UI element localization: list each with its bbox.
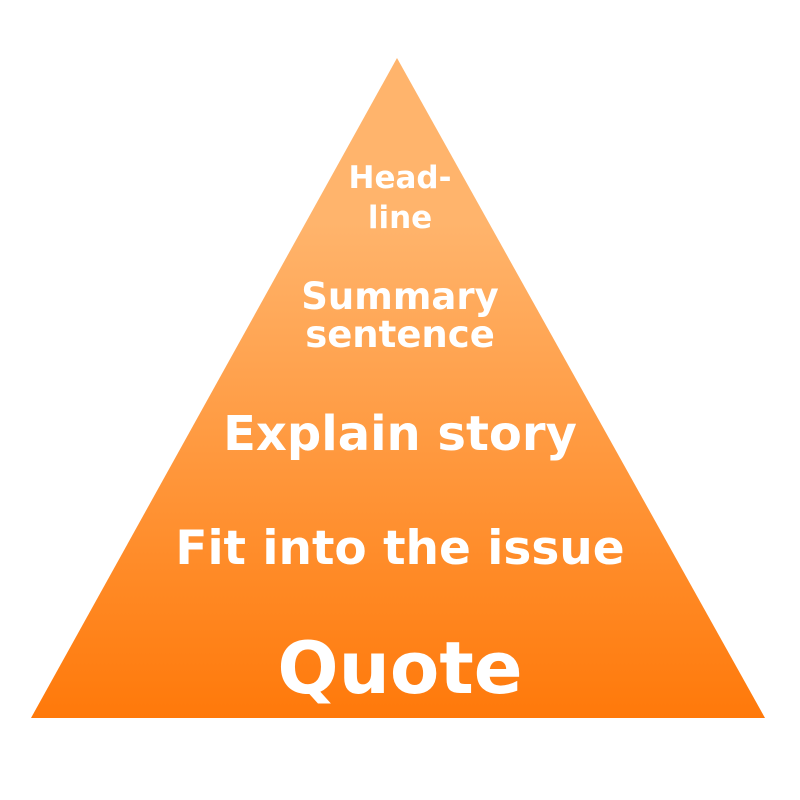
tier-quote-text: Quote [277, 626, 523, 710]
tier-explain-text: Explain story [223, 406, 577, 462]
tier-explain: Explain story [0, 404, 800, 464]
tier-summary: Summary sentence [0, 278, 800, 354]
pyramid-triangle [31, 58, 765, 718]
tier-headline-line1: Head- [348, 160, 452, 196]
tier-fit: Fit into the issue [0, 519, 800, 579]
tier-summary-line1: Summary [301, 275, 499, 318]
tier-headline: Head- line [0, 158, 800, 238]
tier-headline-line2: line [367, 200, 433, 236]
tier-fit-text: Fit into the issue [175, 521, 625, 576]
tier-summary-line2: sentence [305, 313, 495, 356]
tier-quote: Quote [0, 625, 800, 711]
